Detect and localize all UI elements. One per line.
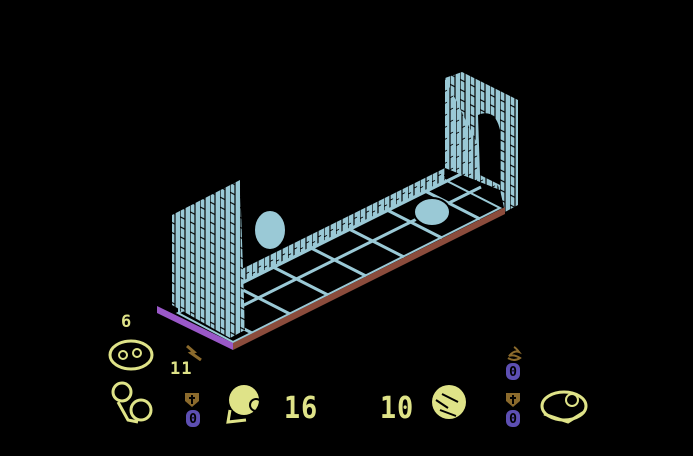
- donut-tray-icon: [108, 339, 154, 371]
- lightning-icon: [186, 345, 202, 361]
- crown-icon: [540, 390, 588, 424]
- heels-donut-count: 0: [506, 363, 520, 380]
- heels-lives: 10: [379, 391, 415, 426]
- shield-icon: [506, 393, 520, 407]
- donut-tray-count: 6: [121, 312, 133, 332]
- heels-character-icon: [432, 385, 466, 419]
- left-wall-pillar: [172, 180, 245, 338]
- speed-count: 11: [170, 359, 193, 379]
- heels-bag-icon: [111, 381, 153, 424]
- floor-edge-front: [233, 207, 505, 350]
- head-lives: 16: [283, 391, 319, 426]
- wall-ornament: [253, 209, 287, 251]
- heels-shield-count: 0: [506, 410, 520, 427]
- wall-ornament: [413, 197, 451, 227]
- head-shield-count: 0: [186, 410, 200, 427]
- spring-icon: [507, 346, 522, 361]
- head-character-icon: [226, 385, 263, 424]
- shield-icon: [185, 393, 199, 407]
- archway: [478, 113, 500, 185]
- floor-edge-side: [157, 306, 233, 350]
